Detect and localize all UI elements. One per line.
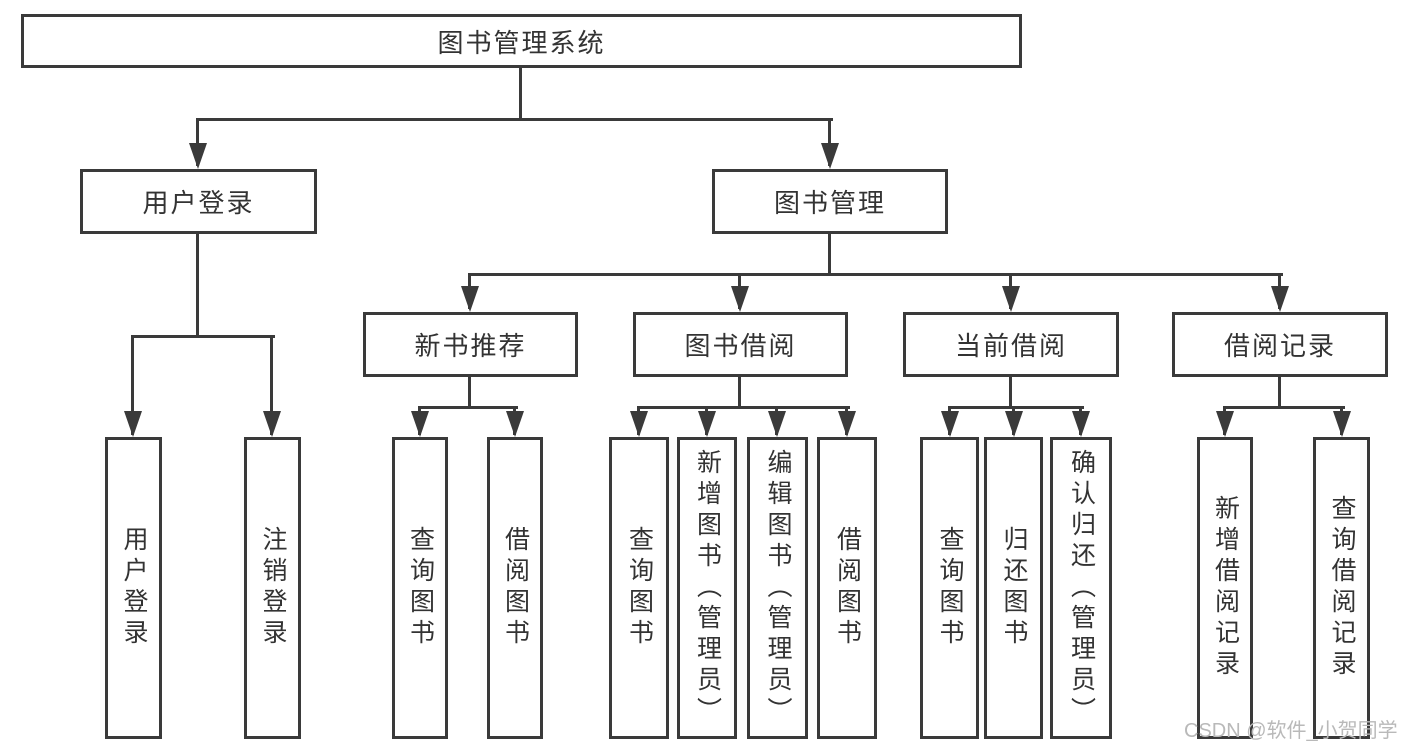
connector-borrow-records-horizontal	[1223, 406, 1345, 409]
leaf-current-confirm-return-admin: 确认归还（管理员）	[1050, 437, 1112, 739]
leaf-borrow-query-books: 查询图书	[609, 437, 669, 739]
leaf-borrow-query-books-label: 查询图书	[625, 526, 654, 650]
arrowhead-down-icon	[821, 143, 839, 169]
leaf-records-add-record-label: 新增借阅记录	[1211, 495, 1240, 681]
connector-new-book-vertical	[468, 377, 471, 409]
node-user-login-label: 用户登录	[142, 188, 255, 218]
leaf-current-query-books-label: 查询图书	[936, 526, 964, 650]
arrowhead-down-icon	[731, 286, 749, 312]
node-new-book-recommend: 新书推荐	[363, 312, 578, 377]
arrowhead-down-icon	[1072, 411, 1090, 437]
connector-root-vertical	[519, 68, 522, 120]
leaf-records-query-record: 查询借阅记录	[1313, 437, 1370, 739]
node-book-borrow: 图书借阅	[633, 312, 848, 377]
arrowhead-down-icon	[768, 411, 786, 437]
arrowhead-down-icon	[1005, 411, 1023, 437]
leaf-newbook-query-books: 查询图书	[392, 437, 448, 739]
arrowhead-down-icon	[630, 411, 648, 437]
connector-user-login-vertical	[196, 234, 199, 338]
connector-current-borrow-horizontal	[948, 406, 1084, 409]
arrowhead-down-icon	[189, 143, 207, 169]
connector-root-horizontal	[196, 118, 833, 121]
leaf-current-query-books: 查询图书	[920, 437, 979, 739]
node-book-borrow-label: 图书借阅	[684, 331, 797, 361]
leaf-records-add-record: 新增借阅记录	[1197, 437, 1253, 739]
arrowhead-down-icon	[698, 411, 716, 437]
arrowhead-down-icon	[941, 411, 959, 437]
node-new-book-recommend-label: 新书推荐	[414, 331, 527, 361]
arrowhead-down-icon	[1271, 286, 1289, 312]
leaf-borrow-add-books-admin-label: 新增图书（管理员）	[693, 448, 722, 728]
node-current-borrow: 当前借阅	[903, 312, 1119, 377]
leaf-borrow-edit-books-admin-label: 编辑图书（管理员）	[764, 448, 792, 728]
connector-current-borrow-vertical	[1009, 377, 1012, 409]
connector-drop-user-login	[196, 118, 199, 166]
connector-book-management-vertical	[828, 234, 831, 276]
connector-drop-leaf-user-login	[131, 335, 134, 435]
node-book-management-system-label: 图书管理系统	[437, 27, 606, 58]
leaf-user-login-label: 用户登录	[120, 526, 148, 650]
connector-new-book-horizontal	[418, 406, 518, 409]
leaf-borrow-borrow-books-label: 借阅图书	[833, 526, 862, 650]
arrowhead-down-icon	[411, 411, 429, 437]
leaf-current-confirm-return-admin-label: 确认归还（管理员）	[1067, 448, 1096, 728]
arrowhead-down-icon	[506, 411, 524, 437]
leaf-borrow-add-books-admin: 新增图书（管理员）	[677, 437, 737, 739]
connector-book-borrow-horizontal	[637, 406, 850, 409]
csdn-watermark: CSDN @软件_小贺同学	[1184, 720, 1398, 742]
leaf-borrow-edit-books-admin: 编辑图书（管理员）	[747, 437, 808, 739]
arrowhead-down-icon	[1216, 411, 1234, 437]
node-user-login: 用户登录	[80, 169, 317, 234]
leaf-user-login: 用户登录	[105, 437, 162, 739]
node-book-management: 图书管理	[712, 169, 948, 234]
leaf-current-return-books: 归还图书	[984, 437, 1043, 739]
connector-drop-book-management	[828, 118, 831, 166]
leaf-borrow-borrow-books: 借阅图书	[817, 437, 877, 739]
connector-user-login-horizontal	[131, 335, 275, 338]
node-borrow-records: 借阅记录	[1172, 312, 1388, 377]
arrowhead-down-icon	[263, 411, 281, 437]
connector-book-management-horizontal	[468, 273, 1283, 276]
node-borrow-records-label: 借阅记录	[1223, 331, 1336, 361]
leaf-current-return-books-label: 归还图书	[1000, 526, 1028, 650]
arrowhead-down-icon	[838, 411, 856, 437]
arrowhead-down-icon	[461, 286, 479, 312]
connector-book-borrow-vertical	[738, 377, 741, 409]
connector-drop-leaf-logout	[270, 335, 273, 435]
leaf-newbook-borrow-books: 借阅图书	[487, 437, 543, 739]
leaf-logout: 注销登录	[244, 437, 301, 739]
connector-borrow-records-vertical	[1278, 377, 1281, 409]
leaf-records-query-record-label: 查询借阅记录	[1328, 495, 1356, 681]
arrowhead-down-icon	[124, 411, 142, 437]
leaf-logout-label: 注销登录	[259, 526, 287, 650]
leaf-newbook-query-books-label: 查询图书	[406, 526, 435, 650]
leaf-newbook-borrow-books-label: 借阅图书	[501, 526, 530, 650]
arrowhead-down-icon	[1333, 411, 1351, 437]
node-current-borrow-label: 当前借阅	[954, 331, 1067, 361]
node-book-management-label: 图书管理	[773, 188, 886, 218]
node-book-management-system: 图书管理系统	[21, 14, 1022, 68]
arrowhead-down-icon	[1002, 286, 1020, 312]
